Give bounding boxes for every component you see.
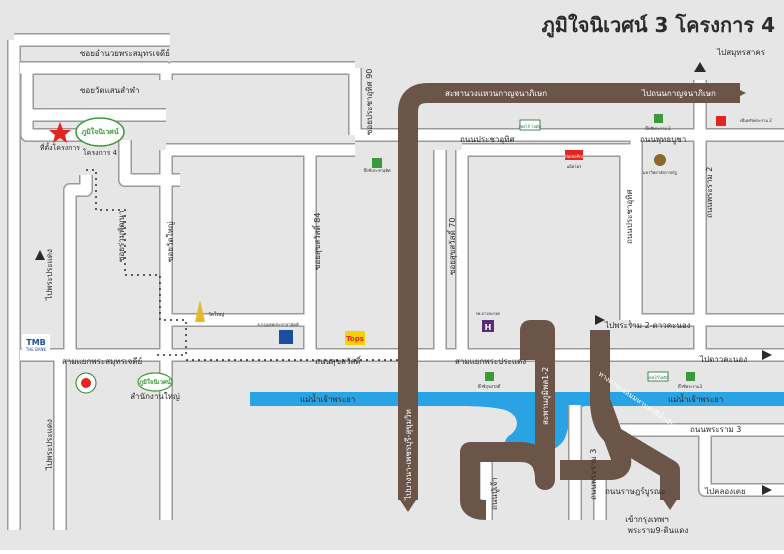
label-soi-sukhsawat-84: ซอยสุขสวัสดิ์ 84	[311, 213, 322, 270]
central-icon	[716, 116, 726, 126]
label-head-office-logo: ภูมิใจนิเวศน์	[139, 378, 172, 387]
big-c-icon	[372, 158, 382, 168]
university-icon	[654, 154, 666, 166]
label-thanon-prachauthit: ถนนประชาอุทิศ	[460, 135, 515, 144]
label-homepro: HomePro	[565, 154, 584, 159]
label-thanon-rama2: ถนนพระราม 2	[705, 167, 714, 218]
tesco-icon	[519, 119, 541, 131]
label-logo-text: ภูมิใจนิเวศน์	[81, 127, 118, 137]
expressway-arrow-south-2	[662, 498, 678, 510]
label-project-name: โครงการ 4	[83, 148, 118, 157]
arrow-north-left	[35, 250, 45, 260]
label-tesco: เทสโก้ โลตัส	[519, 124, 541, 129]
bank-logo-icon	[279, 330, 293, 344]
local-roads	[7, 33, 784, 530]
label-river: แม่น้ำเจ้าพระยา	[300, 393, 355, 404]
star-icon	[49, 122, 71, 143]
temple-icon	[195, 300, 205, 322]
project-logo-icon	[75, 117, 125, 147]
arrow-samut-sakhon	[694, 62, 706, 72]
label-soi-sukhsawat-70: ซอยสุขสวัสดิ์ 70	[446, 218, 457, 275]
map-title: ภูมิใจนิเวศน์ 3 โครงการ 4	[542, 13, 775, 39]
big-c-rama2-icon	[654, 114, 663, 123]
expressways	[398, 83, 740, 520]
kasikorn-bank-dot-icon	[81, 378, 91, 388]
label-big-c: บิ๊กซีประชาอุทิศ	[363, 167, 391, 174]
label-big-c-sukhsawat: บิ๊กซีสุขสวัสดิ์	[477, 383, 501, 390]
label-to-samut-sakhon: ไปสมุทรสาคร	[716, 48, 766, 57]
tesco-lower-icon	[647, 371, 669, 382]
label-to-khlong-toei: ไปคลองเตย	[704, 487, 746, 496]
label-thanon-ratchaphruek: ถนนราษฎร์บูรณะ	[605, 486, 666, 497]
label-big-c-lower: บิ๊กซีพระราม3	[677, 383, 702, 389]
label-tmb-sub: THE BANK	[25, 347, 47, 352]
label-thanon-phutthabucha: ถนนพุทธบูชา	[640, 135, 686, 145]
label-soi-amnuay: ซอยอำนวยพระสมุทรเจดีย์	[80, 48, 170, 58]
label-bank-krungthai: ธ.กรุงเทพประชาสามัคคี	[257, 322, 299, 328]
label-tops: Tops	[346, 335, 364, 343]
label-thanon-rama3-v: ถนนพระราม 3	[589, 449, 598, 500]
arrow-khlong-toei	[762, 485, 772, 495]
label-thanon-prachauthit-v: ถนนประชาอุทิศ	[625, 189, 634, 244]
arrow-rama2	[595, 315, 605, 325]
label-central-rama2: เซ็นทรัลพระราม 2	[740, 117, 772, 123]
label-wat-yai: วัดใหญ่	[208, 311, 224, 318]
tmb-logo-icon	[22, 334, 50, 352]
arrow-daokhanong	[762, 350, 772, 360]
label-to-bangkok-sub: พระราม9-ดินแดง	[628, 526, 689, 535]
label-to-phrapradaeng-bottom: ไปพระประแดง	[45, 419, 54, 471]
label-to-daokhanong: ไปดาวคะนอง	[699, 355, 747, 364]
label-hospital-temple: มหาวิทยาลัยราชภัฏ	[643, 170, 678, 175]
label-river-right: แม่น้ำเจ้าพระยา	[668, 393, 723, 404]
label-samyaek-phrapradaeng: สามแยกพระประแดง	[455, 357, 526, 366]
label-hospital-sukhsawat: รพ.บางปะกอก	[476, 311, 501, 316]
label-head-office: สำนักงานใหญ่	[130, 392, 180, 401]
label-thanon-sukhsawat: ถนนสุขสวัสดิ์	[315, 355, 362, 366]
label-project-site: ที่ตั้งโครงการ	[40, 141, 80, 152]
label-lotus-small: เทสโก้โลตัส	[648, 375, 669, 380]
label-expressway-kanchanaphisek: สะพานวงแหวนกาญจนาภิเษก	[445, 89, 547, 98]
route-path	[86, 169, 400, 361]
label-soi-prachauthit-90: ซอยประชาอุทิศ 90	[365, 69, 374, 135]
homepro-h-icon	[482, 320, 494, 332]
label-to-phrapradaeng-left: ไปพระประแดง	[45, 249, 54, 301]
big-c-sukhsawat-icon	[485, 372, 494, 381]
expressway-arrow-east	[730, 85, 746, 101]
label-to-rama2-daokhanong: ไปพระราม 2-ดาวคะนอง	[604, 321, 691, 330]
label-bridge-bhumibol: สะพานภูมิพล1-2	[541, 367, 551, 425]
label-samyaek-samut-chedi: สามแยกพระสมุทรเจดีย์	[62, 356, 142, 366]
label-homepro-h: H	[485, 323, 492, 332]
head-office-logo-icon	[137, 372, 173, 392]
project-site[interactable]: ที่ตั้งโครงการ ภูมิใจนิเวศน์ โครงการ 4	[40, 117, 125, 157]
label-soi-wat-saensa: ซอยวัดแสนสำฬา	[80, 86, 139, 95]
big-c-lower-icon	[686, 372, 695, 381]
label-to-bangna-sukhumvit: ไปบางนา-เพชรบุรี-สุขุมวิท	[404, 409, 413, 501]
label-tmb: TMB	[26, 338, 46, 347]
label-soi-wat-yai: ซอยวัดใหญ่	[166, 221, 175, 262]
label-to-kanchanaphisek: ไปถนนกาญจนาภิเษก	[641, 89, 716, 98]
homepro-icon	[565, 150, 583, 160]
label-thanon-rama3: ถนนพระราม 3	[690, 425, 741, 434]
expressway-arrow-south	[400, 500, 416, 512]
label-to-bangkok: เข้ากรุงเทพฯ	[625, 515, 669, 524]
landmarks: TMB THE BANK วัดใหญ่ ธ.กรุงเทพประชาสามัค…	[22, 114, 772, 394]
head-office[interactable]: ภูมิใจนิเวศน์ สำนักงานใหญ่	[130, 372, 180, 401]
label-soi-ruam-pattana: ซอยร่วมพัฒนา	[117, 211, 126, 262]
tops-logo-icon	[345, 331, 365, 345]
label-makro: แม็คโคร	[567, 163, 583, 169]
label-big-c-rama2: บิ๊กซีพระราม 2	[645, 125, 671, 131]
label-soi-phu-chao: ถนนปู่เจ้า	[490, 477, 500, 510]
